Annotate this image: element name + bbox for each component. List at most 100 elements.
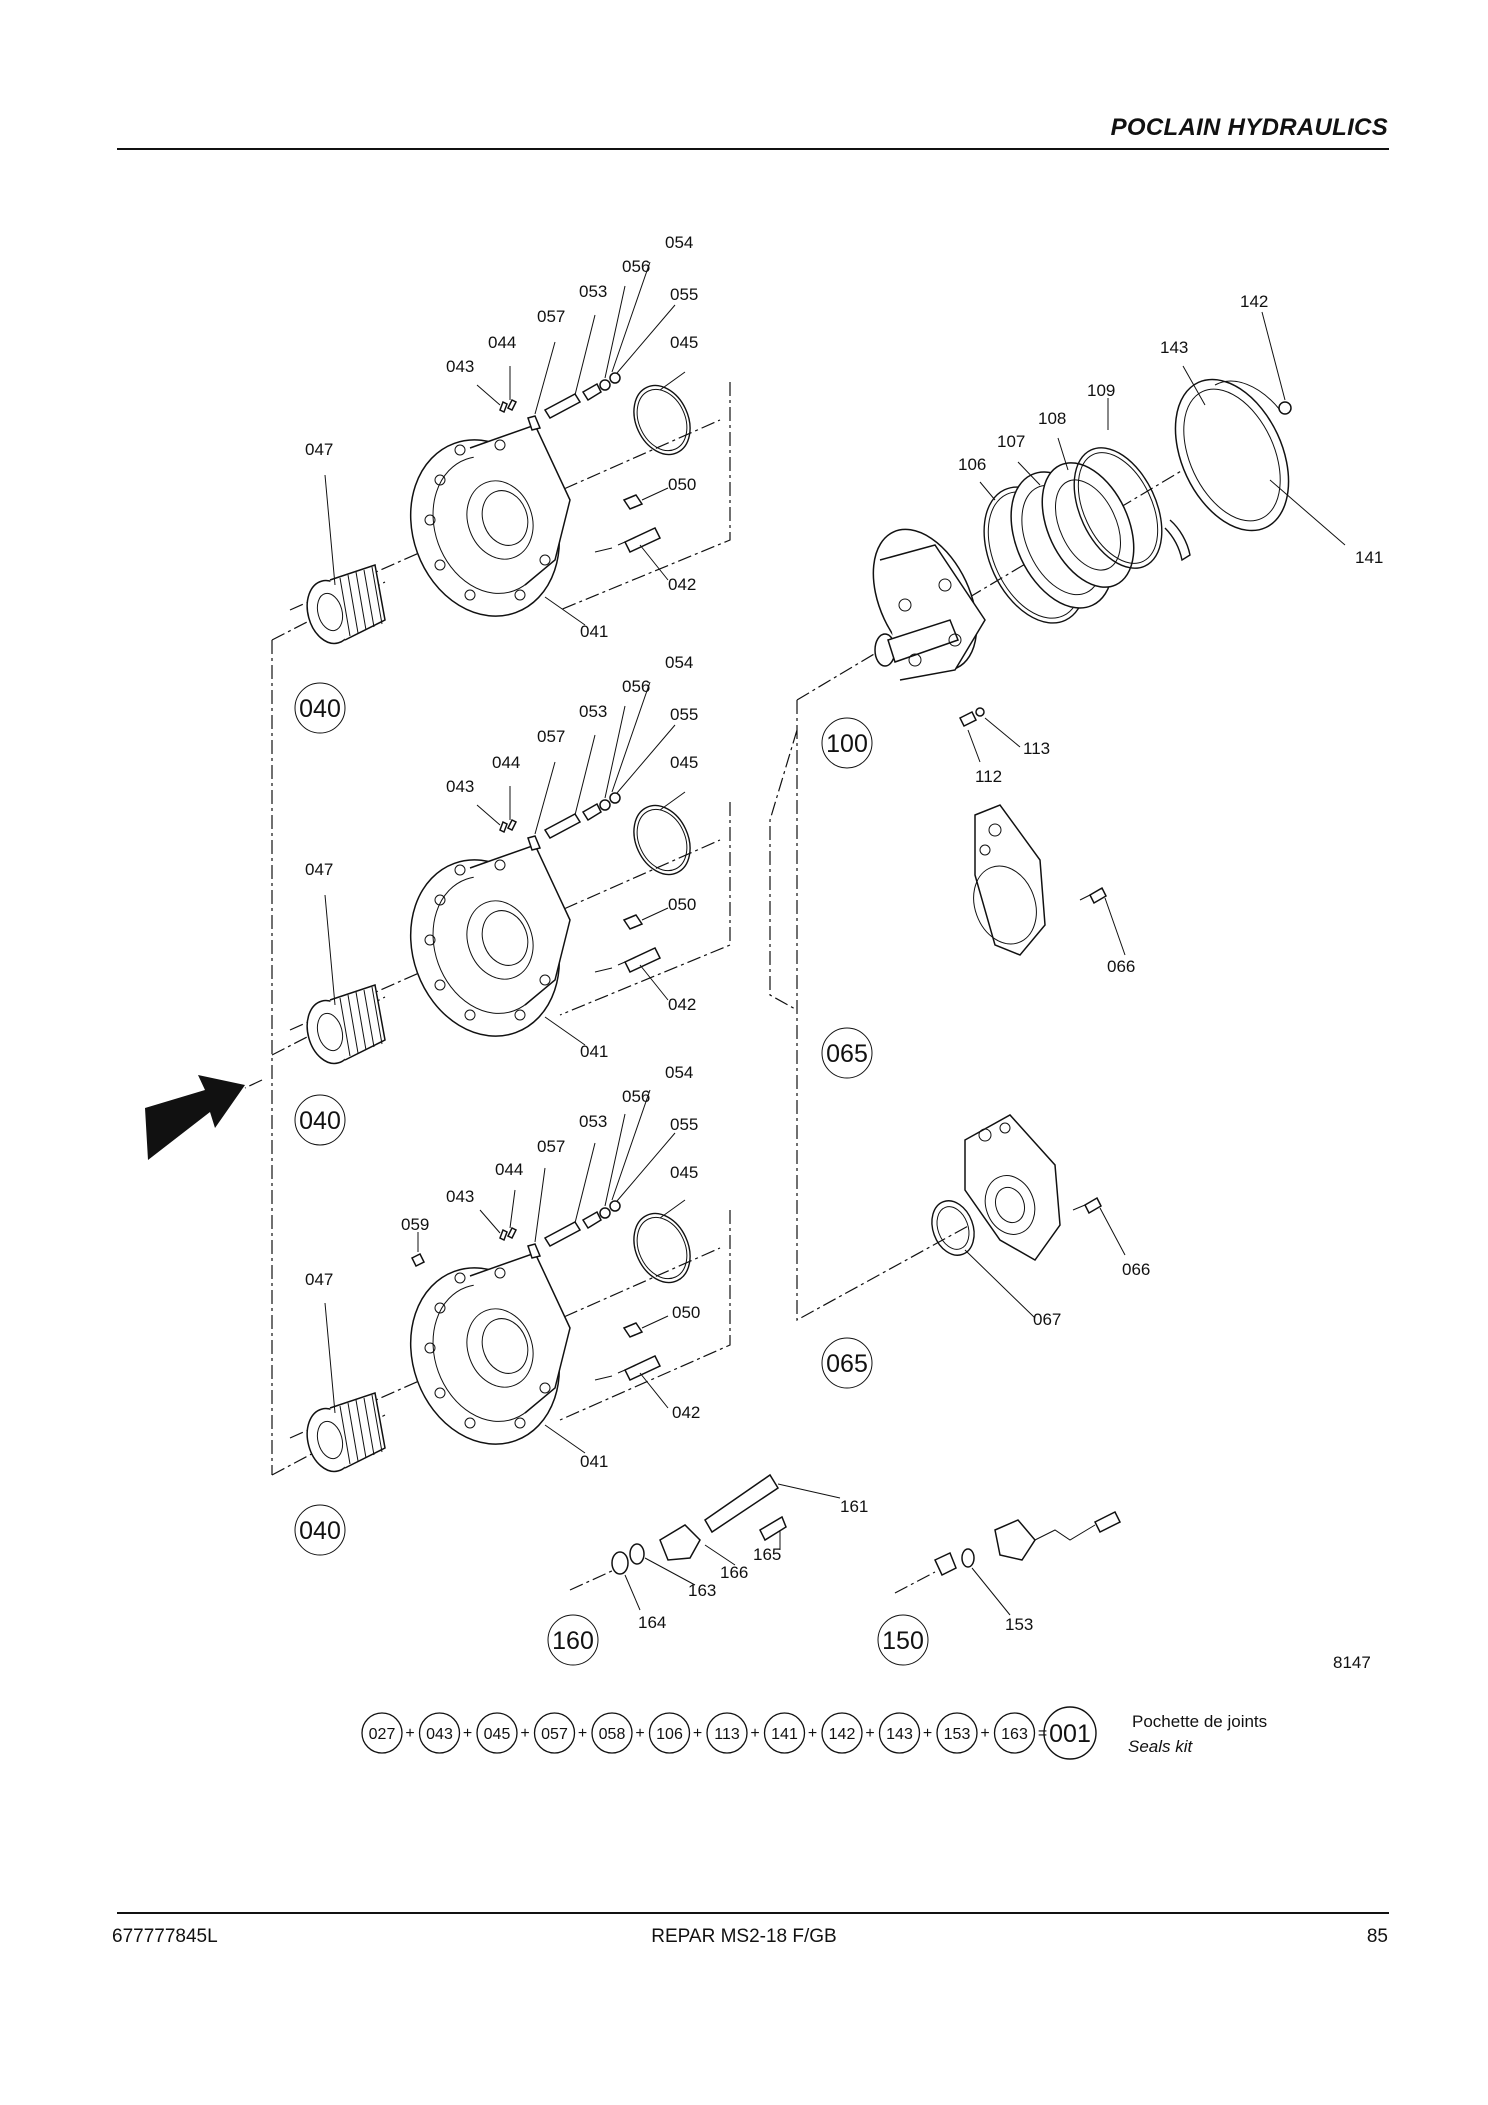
part-label: 042 [672,1403,700,1422]
part-label: 109 [1087,381,1115,400]
kit-item-badge [591,1712,633,1754]
part-label: 053 [579,702,607,721]
part-label: 045 [670,1163,698,1182]
part-label: 067 [1033,1310,1061,1329]
assembly-badge: 040 [294,1504,346,1556]
part-label: 047 [305,1270,333,1289]
part-label: 106 [958,455,986,474]
kit-item-number: 027 [369,1726,396,1743]
part-label: 057 [537,727,565,746]
part-label: 045 [670,753,698,772]
kit-item-badge [361,1712,403,1754]
part-label: 042 [668,575,696,594]
kit-item-number: 057 [541,1726,568,1743]
assembly-badge: 040 [294,1094,346,1146]
kit-plus-sign: + [520,1725,529,1742]
part-label: 057 [537,307,565,326]
assembly-badge: 040 [294,682,346,734]
part-label: 142 [1240,292,1268,311]
part-label: 107 [997,432,1025,451]
kit-plus-sign: + [750,1725,759,1742]
part-label: 056 [622,257,650,276]
direction-arrow-icon [145,1075,245,1160]
kit-item-badge [936,1712,978,1754]
part-label: 041 [580,1452,608,1471]
part-label: 165 [753,1545,781,1564]
part-label: 043 [446,357,474,376]
assembly-bracket-line [559,382,731,1421]
assembly-badge: 100 [821,717,873,769]
kit-item-badge [993,1712,1036,1754]
kit-item-badge [878,1712,921,1754]
assembly-badge: 065 [821,1027,873,1079]
seals-kit-equation: 027+043+045+057+058+106+113+141+142+143+… [361,1706,1097,1760]
part-label: 053 [579,282,607,301]
kit-plus-sign: + [923,1725,932,1742]
part-label: 047 [305,440,333,459]
kit-item-badge [476,1712,518,1754]
part-label: 143 [1160,338,1188,357]
kit-item-number: 153 [944,1726,971,1743]
svg-text:160: 160 [552,1627,594,1655]
assembly-badge: 065 [821,1337,873,1389]
kit-plus-sign: + [865,1725,874,1742]
kit-item-number: 142 [829,1726,856,1743]
part-label: 164 [638,1613,666,1632]
part-labels-right: 142 143 109 108 107 106 141 113 112 066 … [958,292,1383,1329]
kit-item-badge [821,1712,863,1754]
kit-plus-sign: + [405,1725,414,1742]
part-label: 112 [975,767,1002,786]
svg-text:100: 100 [826,730,868,758]
part-label: 056 [622,1087,650,1106]
part-label: 054 [665,1063,693,1082]
seals-kit-label-fr: Pochette de joints [1132,1712,1268,1731]
part-label: 066 [1107,957,1135,976]
part-label: 163 [688,1581,716,1600]
kit-plus-sign: + [578,1725,587,1742]
seals-kit-label-en: Seals kit [1128,1737,1193,1756]
part-label: 066 [1122,1260,1150,1279]
part-label: 055 [670,705,698,724]
part-label: 043 [446,1187,474,1206]
kit-plus-sign: + [808,1725,817,1742]
figure-number: 8147 [1333,1653,1371,1672]
kit-item-number: 141 [771,1726,798,1743]
svg-text:040: 040 [299,1107,341,1135]
assembly-badge: 160 [547,1614,599,1666]
part-label: 153 [1005,1615,1033,1634]
part-labels-group-1: 054 056 053 055 057 044 045 043 047 050 … [305,233,698,641]
part-label: 044 [488,333,516,352]
part-label: 050 [672,1303,700,1322]
kit-item-badge [533,1712,576,1754]
part-label: 113 [1023,739,1050,758]
part-label: 053 [579,1112,607,1131]
kit-equals-sign: = [1038,1725,1047,1742]
part-label: 042 [668,995,696,1014]
part-label: 056 [622,677,650,696]
part-labels-group-3: 054 056 053 055 057 044 045 043 059 047 … [305,1063,700,1471]
part-label: 041 [580,1042,608,1061]
part-label: 057 [537,1137,565,1156]
doc-number: 677777845L [112,1926,218,1947]
kit-item-badge [648,1712,691,1754]
part-label: 059 [401,1215,429,1234]
part-label: 161 [840,1497,868,1516]
part-label: 044 [495,1160,523,1179]
part-label: 041 [580,622,608,641]
part-label: 054 [665,233,693,252]
part-label: 108 [1038,409,1066,428]
kit-plus-sign: + [463,1725,472,1742]
part-label: 166 [720,1563,748,1582]
footer-rule [117,1912,1389,1914]
doc-title: REPAR MS2-18 F/GB [651,1926,837,1947]
part-labels-bottom: 161 165 166 163 164 153 [638,1497,1033,1634]
svg-text:040: 040 [299,1517,341,1545]
kit-item-badge [418,1712,461,1754]
brand-title: POCLAIN HYDRAULICS [1110,114,1388,141]
part-labels-group-2: 054 056 053 055 057 044 045 043 047 050 … [305,653,698,1061]
kit-item-number: 106 [656,1726,683,1743]
part-label: 050 [668,895,696,914]
kit-plus-sign: + [693,1725,702,1742]
kit-item-number: 163 [1001,1726,1028,1743]
